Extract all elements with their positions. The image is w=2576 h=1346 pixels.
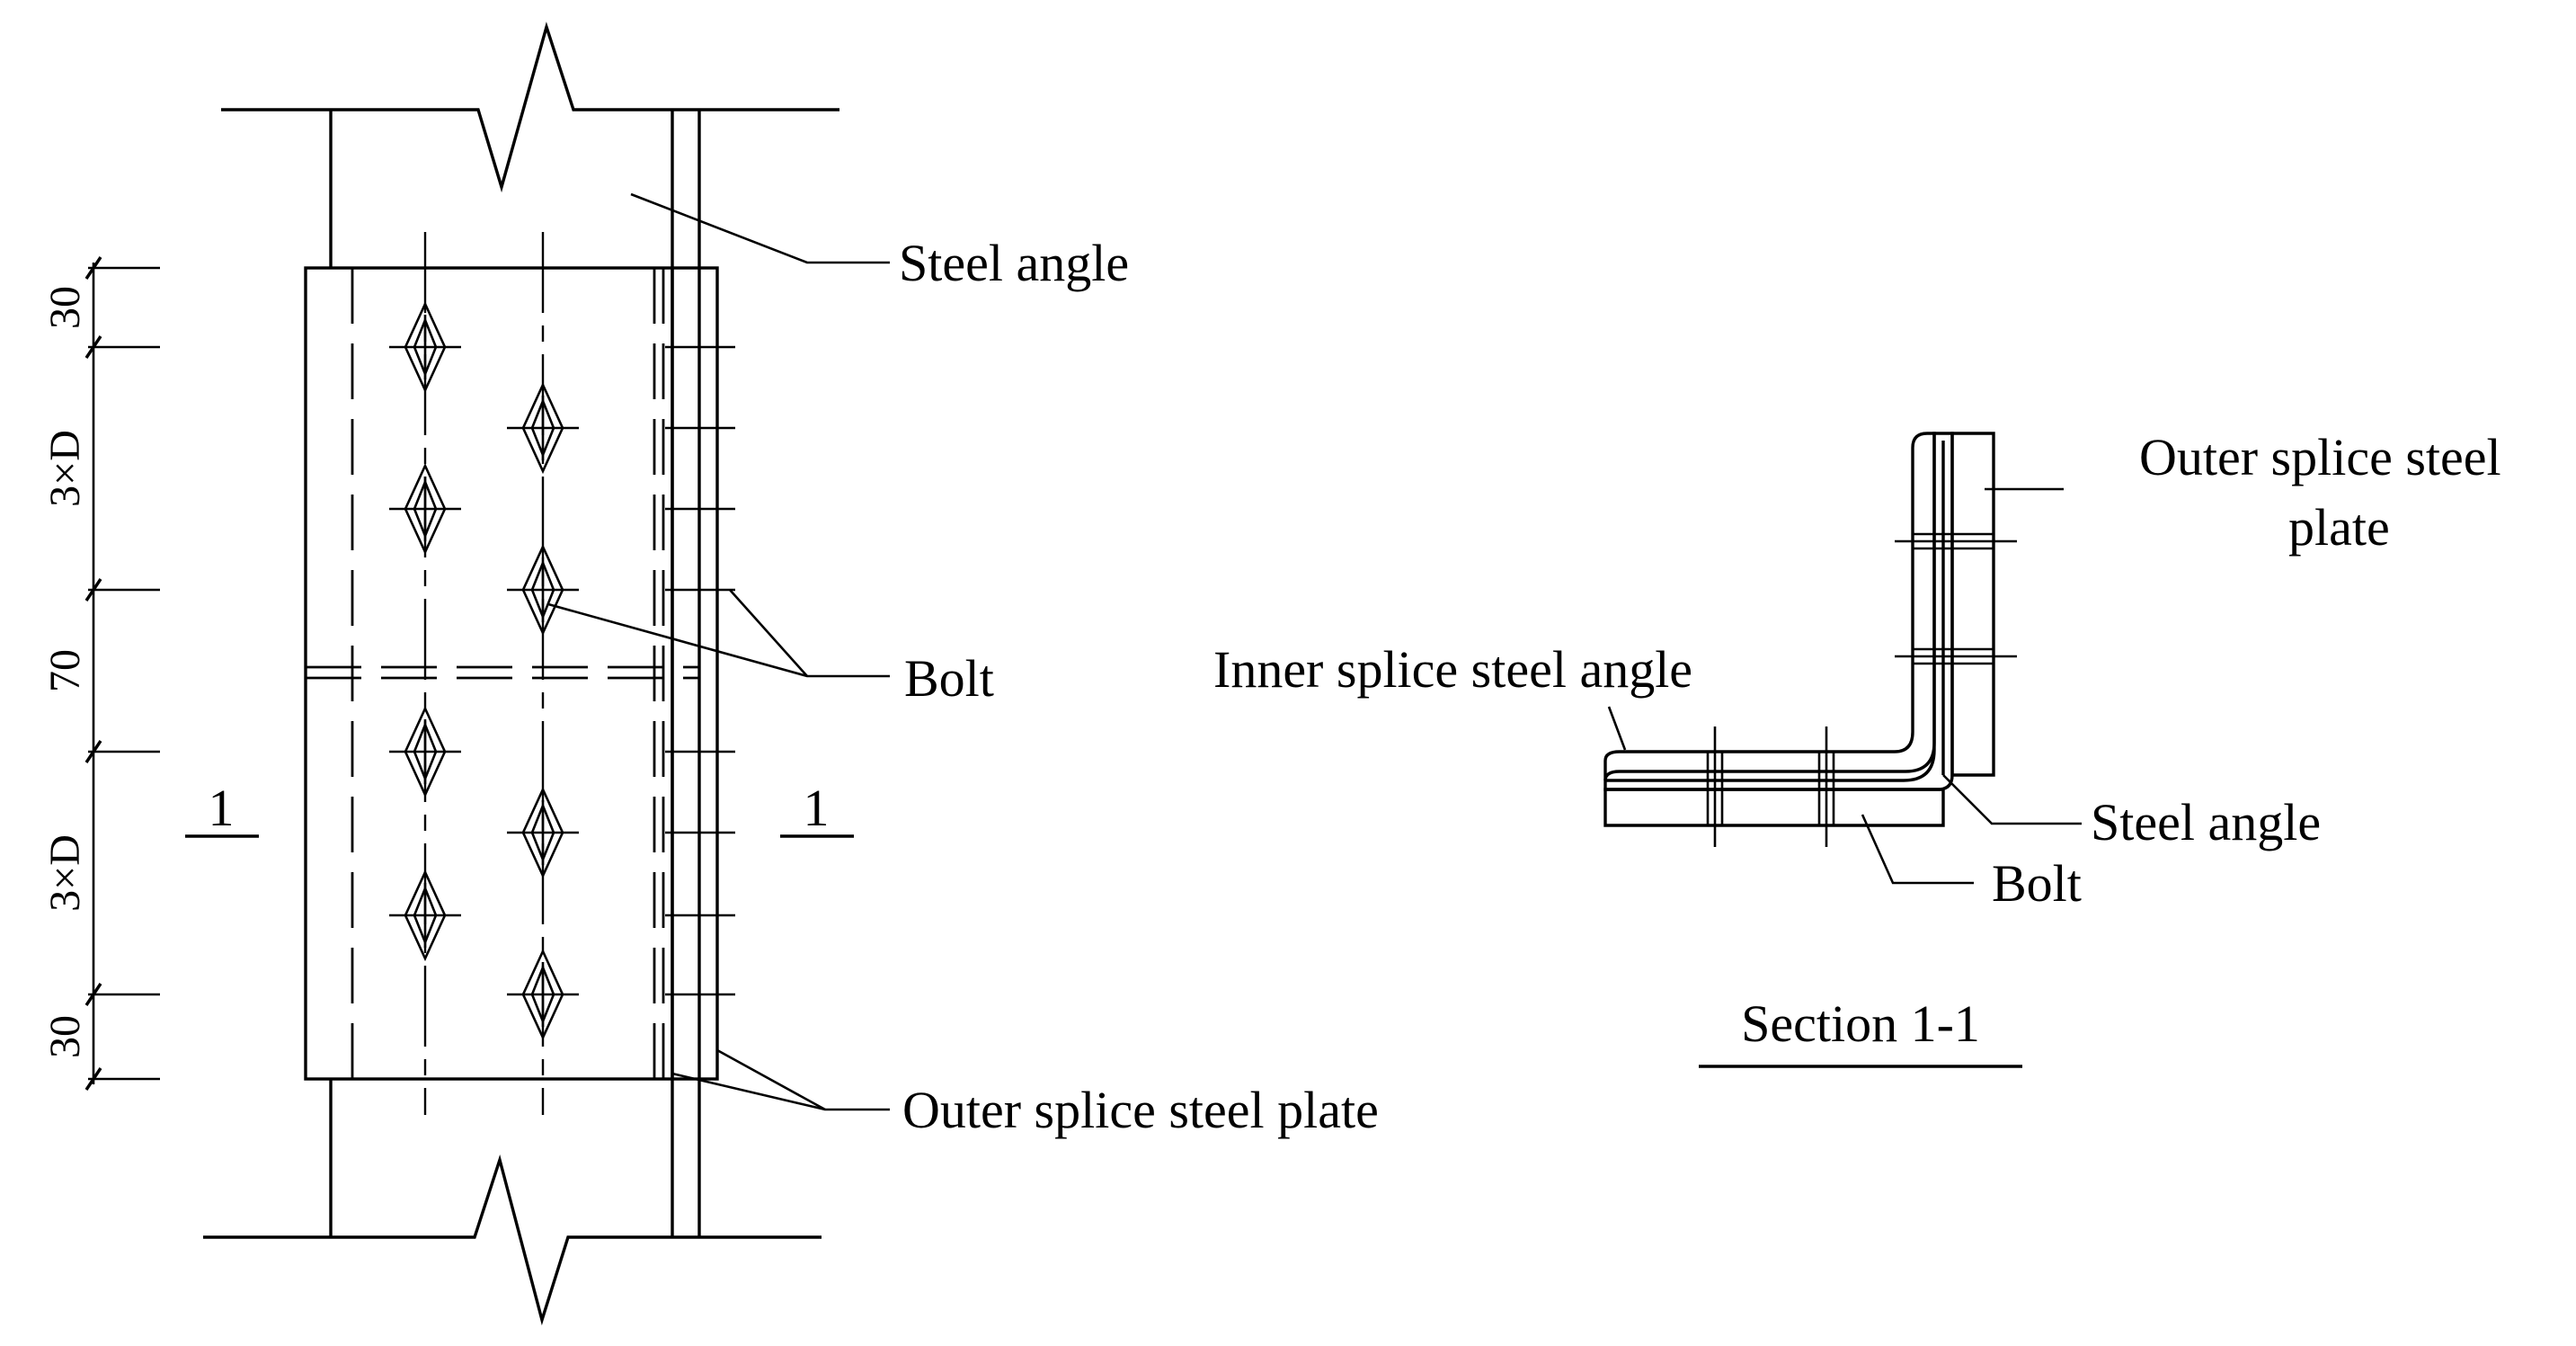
label-section-outer-plate-2: plate (2288, 498, 2390, 557)
dimension-chain (84, 256, 160, 1091)
section-title: Section 1-1 (1741, 994, 1980, 1053)
bolt (507, 543, 579, 637)
dimension-label: 3×D (41, 834, 89, 912)
bolt (389, 462, 461, 556)
dimension-label: 3×D (41, 430, 89, 507)
label-bolt: Bolt (904, 649, 994, 708)
bolt (389, 300, 461, 394)
dimension-label: 30 (41, 1015, 89, 1058)
section-bolts (1706, 532, 2017, 847)
label-steel-angle: Steel angle (899, 234, 1129, 292)
section-mark-left: 1 (209, 779, 235, 837)
leader-outer-plate-2 (716, 1048, 826, 1111)
flange-bolt-ticks (665, 345, 735, 996)
leader-section-inner-angle (1607, 706, 1627, 751)
bolt (389, 869, 461, 962)
dimension-label: 70 (41, 649, 89, 692)
label-section-steel-angle: Steel angle (2091, 793, 2321, 851)
label-outer-splice-plate: Outer splice steel plate (902, 1081, 1379, 1139)
top-break-line (221, 22, 839, 193)
leader-bolt-flange (729, 589, 808, 677)
label-section-bolt: Bolt (1992, 854, 2082, 913)
steel-angle-section (1603, 432, 1954, 791)
section-view: Outer splice steel plate Inner splice st… (1213, 428, 2501, 1068)
outer-splice-plate-vertical (1950, 432, 1995, 777)
outer-splice-plate-horizontal (1603, 788, 1945, 827)
inner-splice-angle (1603, 432, 1936, 781)
bolt (507, 948, 579, 1041)
label-section-inner-angle: Inner splice steel angle (1213, 640, 1692, 699)
label-section-outer-plate-1: Outer splice steel (2139, 428, 2501, 486)
dimension-label: 30 (41, 286, 89, 329)
leader-steel-angle (630, 192, 890, 264)
bolt (389, 705, 461, 798)
section-mark-right: 1 (804, 779, 830, 837)
bottom-break-line (203, 1154, 822, 1326)
leader-section-steel-angle (1942, 774, 2082, 825)
bolt (507, 786, 579, 879)
leader-section-bolt (1861, 814, 1974, 885)
elevation-view: 30 3×D 70 3×D 30 1 1 Steel angle Bolt Ou… (41, 22, 1379, 1326)
bolt-group (389, 300, 579, 1041)
bolt (507, 381, 579, 475)
